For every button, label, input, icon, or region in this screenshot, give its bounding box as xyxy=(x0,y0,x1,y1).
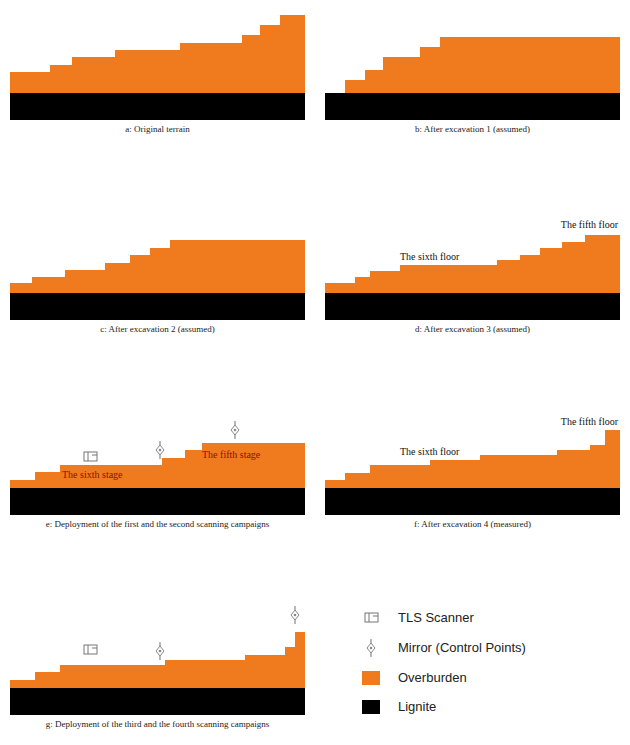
lignite-layer xyxy=(10,488,305,515)
terrain-panel xyxy=(325,37,620,120)
tls-scanner-symbol xyxy=(365,613,378,622)
mirror-symbol xyxy=(156,441,164,459)
legend-swatch xyxy=(362,700,380,714)
panel-caption: b: After excavation 1 (assumed) xyxy=(415,125,530,135)
lignite-layer xyxy=(10,688,305,715)
level-label: The sixth stage xyxy=(62,469,123,480)
level-label: The sixth floor xyxy=(400,446,459,457)
terrain-panel xyxy=(10,606,305,715)
level-label: The fifth floor xyxy=(561,219,618,230)
lignite-layer xyxy=(325,488,620,515)
panel-caption: f: After excavation 4 (measured) xyxy=(414,520,531,530)
overburden-layer xyxy=(10,15,305,93)
panel-caption: e: Deployment of the first and the secon… xyxy=(46,520,270,530)
overburden-layer xyxy=(345,37,620,93)
panel-caption: a: Original terrain xyxy=(125,125,189,135)
overburden-layer xyxy=(10,240,305,293)
mirror-symbol xyxy=(367,639,375,657)
lignite-layer xyxy=(325,293,620,320)
terrain-panel xyxy=(10,15,305,120)
legend xyxy=(362,613,380,714)
mirror-symbol xyxy=(231,421,239,439)
legend-label: Lignite xyxy=(398,700,436,714)
legend-label: TLS Scanner xyxy=(398,611,474,625)
terrain-panel xyxy=(10,240,305,320)
panel-caption: g: Deployment of the third and the fourt… xyxy=(46,720,270,730)
legend-swatch xyxy=(362,671,380,685)
lignite-layer xyxy=(10,293,305,320)
mirror-symbol xyxy=(291,606,299,624)
overburden-layer xyxy=(325,235,620,293)
overburden-layer xyxy=(10,443,305,488)
panel-caption: d: After excavation 3 (assumed) xyxy=(415,325,530,335)
terrain-panel xyxy=(10,421,305,515)
level-label: The fifth stage xyxy=(202,449,260,460)
level-label: The fifth floor xyxy=(561,416,618,427)
legend-label: Mirror (Control Points) xyxy=(398,641,526,655)
tls-scanner-symbol xyxy=(84,645,97,654)
lignite-layer xyxy=(10,93,305,120)
terrain-panel xyxy=(325,430,620,515)
overburden-layer xyxy=(325,430,620,488)
legend-label: Overburden xyxy=(398,671,467,685)
overburden-layer xyxy=(10,632,305,688)
panel-caption: c: After excavation 2 (assumed) xyxy=(100,325,214,335)
terrain-panel xyxy=(325,235,620,320)
tls-scanner-symbol xyxy=(84,452,97,461)
lignite-layer xyxy=(325,93,620,120)
mirror-symbol xyxy=(156,642,164,660)
level-label: The sixth floor xyxy=(400,251,459,262)
